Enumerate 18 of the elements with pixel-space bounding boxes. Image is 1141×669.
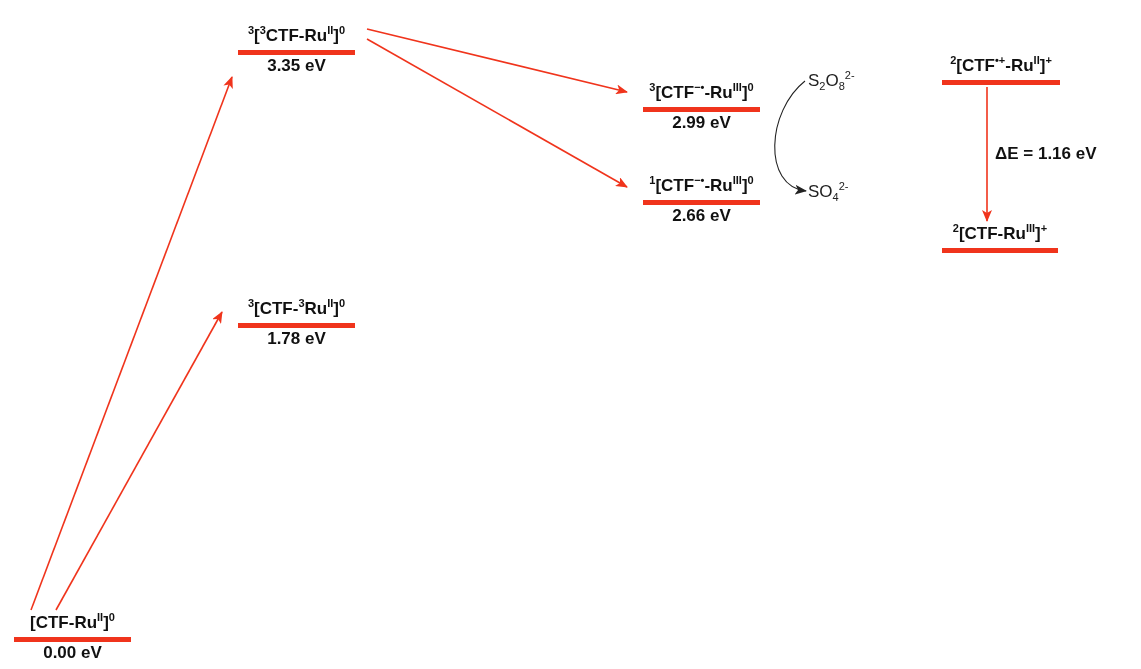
arrow: [774, 80, 807, 193]
energy-value: 3.35 eV: [267, 55, 326, 77]
arrow: [30, 76, 233, 611]
energy-value: 2.66 eV: [672, 205, 731, 227]
arrow: [366, 38, 628, 188]
state-label: [CTF-Ru$^{II}$]$^{0}$: [30, 612, 115, 634]
arrow: [982, 86, 992, 222]
arrow: [366, 28, 628, 95]
arrow: [55, 311, 223, 611]
state-label: $^{1}$[CTF$^{−•}$-Ru$^{III}$]$^{0}$: [649, 175, 754, 197]
energy-value: 0.00 eV: [43, 642, 102, 664]
state-label: $^{2}$[CTF$^{•+}$-Ru$^{II}$]$^{+}$: [950, 55, 1052, 77]
state-label: $^{3}$[$^{3}$CTF-Ru$^{II}$]$^{0}$: [247, 25, 346, 47]
state-label: $^{3}$[CTF$^{−•}$-Ru$^{III}$]$^{0}$: [649, 82, 754, 104]
state-label: $^{3}$[CTF-$^{3}$Ru$^{II}$]$^{0}$: [247, 298, 346, 320]
energy-value: 2.99 eV: [672, 112, 731, 134]
state-label: $^{2}$[CTF-Ru$^{III}$]$^{+}$: [952, 223, 1048, 245]
energy-value: 1.78 eV: [267, 328, 326, 350]
